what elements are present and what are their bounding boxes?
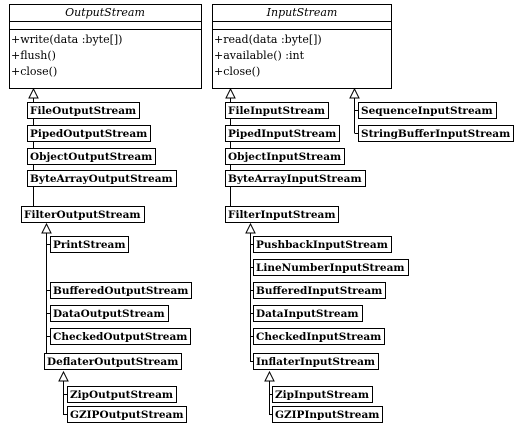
- output-subclass: PipedOutputStream: [27, 125, 151, 142]
- class-box: [27, 170, 177, 187]
- class-label: PipedOutputStream: [30, 128, 147, 140]
- class-label: ObjectOutputStream: [30, 151, 152, 163]
- output-filter-subclass: PrintStream: [50, 236, 129, 253]
- output-filter-subclass: DeflaterOutputStream: [44, 353, 182, 370]
- inherit-arrow-icon: [58, 370, 69, 382]
- class-label: PipedInputStream: [228, 128, 336, 140]
- input-subclass: ByteArrayInputStream: [225, 170, 366, 187]
- output-subclass: FilterOutputStream: [21, 206, 145, 223]
- class-box: [225, 102, 329, 119]
- deflater-subclass: GZIPOutputStream: [67, 406, 187, 423]
- inherit-arrow-icon: [28, 87, 39, 99]
- class-box: [225, 148, 345, 165]
- class-label: BufferedOutputStream: [53, 285, 188, 297]
- inputstream-title: InputStream: [266, 6, 338, 19]
- outputstream-box: [9, 4, 202, 89]
- output-filter-subclass: CheckedOutputStream: [50, 328, 191, 345]
- output-subclass: FileOutputStream: [27, 102, 140, 119]
- class-label: DeflaterOutputStream: [47, 356, 178, 368]
- inherit-arrow-icon: [245, 222, 256, 234]
- input-subclass: PipedInputStream: [225, 125, 340, 142]
- class-box: [253, 353, 379, 370]
- class-box: [225, 125, 340, 142]
- inputstream-box: [212, 4, 392, 89]
- output-subclass: ObjectOutputStream: [27, 148, 156, 165]
- class-box: [253, 328, 385, 345]
- class-label: FileInputStream: [228, 105, 325, 117]
- class-label: GZIPOutputStream: [70, 409, 183, 421]
- class-box: [67, 406, 187, 423]
- class-box: [272, 386, 373, 403]
- outputstream-member: +write(data :byte[]): [11, 33, 122, 46]
- input-filter-subclass: PushbackInputStream: [253, 236, 392, 253]
- inherit-arrow-icon: [225, 87, 236, 99]
- input-subclass: FileInputStream: [225, 102, 329, 119]
- class-label: SequenceInputStream: [361, 105, 493, 117]
- class-box: [272, 406, 383, 423]
- inputstream-member: +close(): [214, 65, 260, 78]
- input-side-subclass: SequenceInputStream: [358, 102, 497, 119]
- class-label: ZipInputStream: [275, 389, 369, 401]
- class-box: [50, 328, 191, 345]
- input-filter-subclass: CheckedInputStream: [253, 328, 385, 345]
- class-box: [27, 148, 156, 165]
- input-filter-subclass: LineNumberInputStream: [253, 259, 409, 276]
- class-box: [50, 236, 129, 253]
- input-filter-subclass: InflaterInputStream: [253, 353, 379, 370]
- class-box: [358, 102, 497, 119]
- class-box: [225, 206, 339, 223]
- inputstream-member: +read(data :byte[]): [214, 33, 322, 46]
- class-label: LineNumberInputStream: [256, 262, 405, 274]
- class-label: BufferedInputStream: [256, 285, 382, 297]
- inherit-arrow-icon: [349, 87, 360, 99]
- deflater-subclass: ZipOutputStream: [67, 386, 177, 403]
- input-subclass: ObjectInputStream: [225, 148, 345, 165]
- class-label: InflaterInputStream: [256, 356, 375, 368]
- class-label: ByteArrayInputStream: [228, 173, 362, 185]
- class-box: [225, 170, 366, 187]
- inflater-subclass: ZipInputStream: [272, 386, 373, 403]
- class-box: [253, 305, 363, 322]
- inherit-arrow-icon: [264, 370, 275, 382]
- outputstream-title: OutputStream: [65, 6, 145, 19]
- input-side-subclass: StringBufferInputStream: [358, 125, 514, 142]
- outputstream-member: +flush(): [11, 49, 56, 62]
- class-label: DataInputStream: [256, 308, 359, 320]
- class-box: [27, 125, 151, 142]
- class-box: [358, 125, 514, 142]
- class-box: [21, 206, 145, 223]
- input-filter-subclass: DataInputStream: [253, 305, 363, 322]
- output-subclass: ByteArrayOutputStream: [27, 170, 177, 187]
- class-label: StringBufferInputStream: [361, 128, 510, 140]
- class-box: [253, 259, 409, 276]
- class-box: [253, 236, 392, 253]
- class-label: CheckedOutputStream: [53, 331, 187, 343]
- class-box: [253, 282, 386, 299]
- outputstream-member: +close(): [11, 65, 57, 78]
- class-label: GZIPInputStream: [275, 409, 379, 421]
- input-filter-subclass: BufferedInputStream: [253, 282, 386, 299]
- class-label: ObjectInputStream: [228, 151, 341, 163]
- class-box: [44, 353, 182, 370]
- class-label: FilterInputStream: [228, 209, 335, 221]
- inherit-arrow-icon: [41, 222, 52, 234]
- class-label: FilterOutputStream: [24, 209, 141, 221]
- class-label: DataOutputStream: [53, 308, 165, 320]
- inflater-subclass: GZIPInputStream: [272, 406, 383, 423]
- class-label: ByteArrayOutputStream: [30, 173, 173, 185]
- class-label: CheckedInputStream: [256, 331, 381, 343]
- class-box: [27, 102, 140, 119]
- class-box: [67, 386, 177, 403]
- class-box: [50, 282, 192, 299]
- output-filter-subclass: BufferedOutputStream: [50, 282, 192, 299]
- inputstream-member: +available() :int: [214, 49, 305, 62]
- class-label: FileOutputStream: [30, 105, 136, 117]
- output-filter-subclass: DataOutputStream: [50, 305, 169, 322]
- input-subclass: FilterInputStream: [225, 206, 339, 223]
- class-box: [50, 305, 169, 322]
- class-label: PushbackInputStream: [256, 239, 388, 251]
- class-label: ZipOutputStream: [70, 389, 173, 401]
- class-label: PrintStream: [53, 239, 125, 251]
